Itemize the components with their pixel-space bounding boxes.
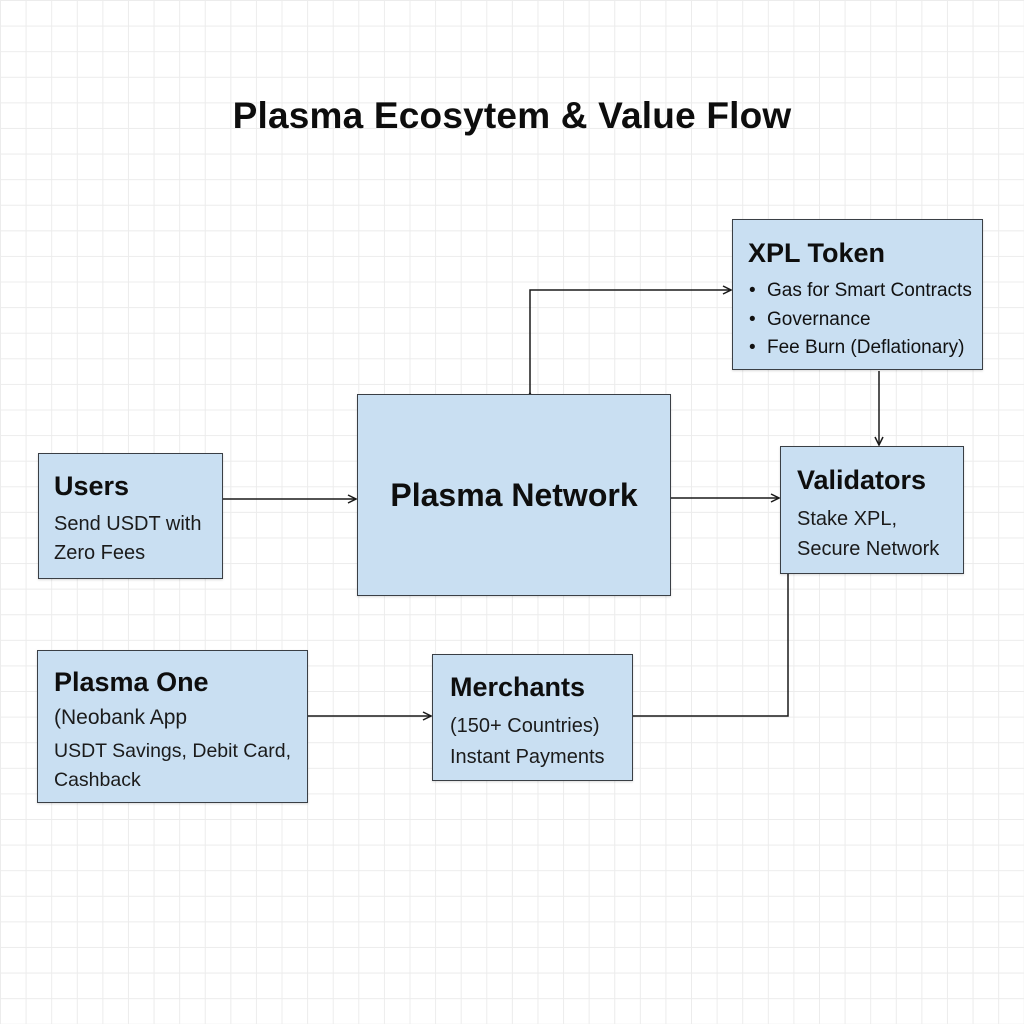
diagram-title: Plasma Ecosytem & Value Flow	[232, 95, 792, 136]
node-heading: Plasma Network	[390, 477, 638, 513]
node-heading: Plasma One	[54, 667, 209, 697]
node-description: Stake XPL, Secure Network	[797, 504, 939, 564]
node-plasma-network: Plasma Network	[357, 394, 671, 596]
bullet-item: Governance	[749, 306, 972, 335]
node-merchants: Merchants (150+ Countries) Instant Payme…	[432, 654, 633, 781]
description-line: Cashback	[54, 769, 141, 791]
node-heading: XPL Token	[748, 238, 886, 268]
description-line: Instant Payments	[450, 746, 605, 768]
node-validators: Validators Stake XPL, Secure Network	[780, 446, 964, 574]
node-heading: Users	[54, 471, 130, 501]
node-subheading: (Neobank App	[54, 706, 188, 729]
node-heading: Merchants	[450, 672, 586, 702]
description-line: Secure Network	[797, 538, 940, 560]
node-description: Send USDT with Zero Fees	[54, 510, 201, 568]
node-users: Users Send USDT with Zero Fees	[38, 453, 223, 579]
edge-xpl-network-link	[530, 290, 731, 393]
description-line: Zero Fees	[54, 542, 146, 564]
description-line: USDT Savings, Debit Card,	[54, 740, 291, 762]
bullet-item: Gas for Smart Contracts	[749, 277, 972, 306]
node-description: (150+ Countries) Instant Payments	[450, 711, 605, 773]
node-plasma-one: Plasma One (Neobank App USDT Savings, De…	[37, 650, 308, 803]
description-line: Stake XPL,	[797, 508, 898, 530]
bullet-list: Gas for Smart Contracts Governance Fee B…	[749, 277, 972, 363]
description-line: (150+ Countries)	[450, 715, 600, 737]
description-line: Send USDT with	[54, 513, 202, 535]
bullet-item: Fee Burn (Deflationary)	[749, 334, 972, 363]
node-heading: Validators	[797, 465, 927, 495]
node-xpl-token: XPL Token Gas for Smart Contracts Govern…	[732, 219, 983, 370]
node-description: USDT Savings, Debit Card, Cashback	[54, 737, 291, 795]
edge-merchants-to-validators	[633, 574, 789, 717]
